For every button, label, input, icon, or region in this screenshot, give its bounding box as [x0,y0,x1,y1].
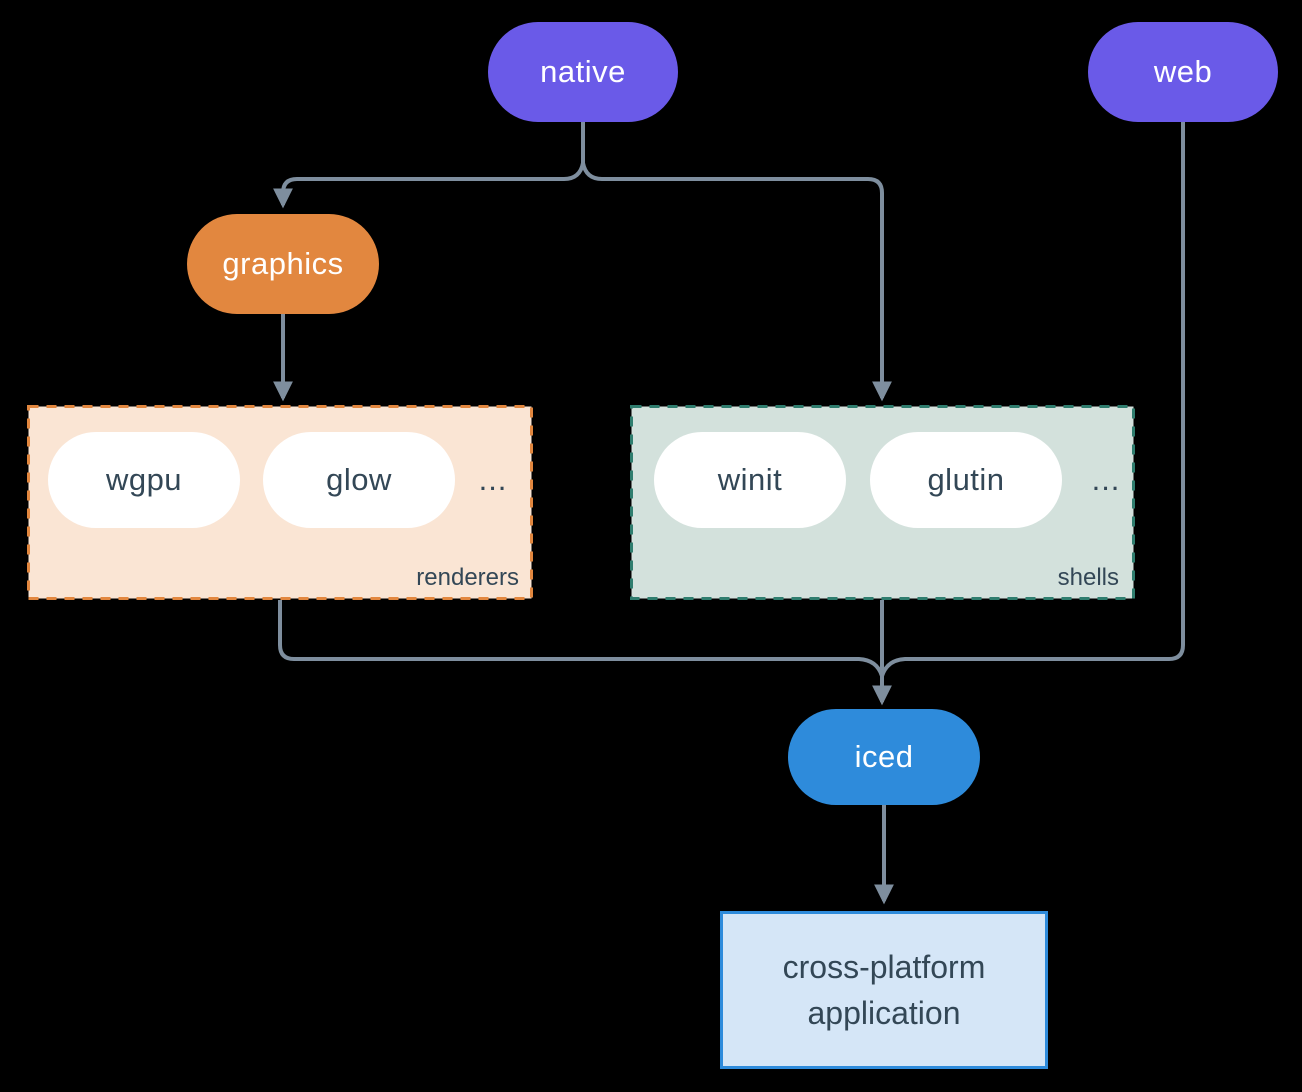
node-glow: glow [263,432,455,528]
node-native: native [488,22,678,122]
application-box-frame [720,911,1048,1069]
node-iced-label: iced [854,739,914,774]
renderers-ellipsis: ... [478,462,508,497]
node-native-label: native [540,54,626,89]
edge-native-to-graphics [273,162,585,209]
node-glow-label: glow [326,462,392,497]
renderers-group: wgpu glow ... renderers [27,405,533,600]
shells-ellipsis: ... [1091,462,1121,497]
node-iced: iced [788,709,980,805]
edge-web-to-merge [880,122,1185,677]
node-glutin: glutin [870,432,1062,528]
shells-group: winit glutin ... shells [630,405,1135,600]
node-wgpu-label: wgpu [105,462,183,497]
node-wgpu: wgpu [48,432,240,528]
node-graphics: graphics [187,214,379,314]
edge-renderers-to-merge [278,600,884,677]
node-web: web [1088,22,1278,122]
node-web-label: web [1153,54,1213,89]
renderers-group-label: renderers [416,564,519,591]
node-winit: winit [654,432,846,528]
node-glutin-label: glutin [927,462,1005,497]
node-application-label: cross-platform application [782,948,986,1031]
shells-group-label: shells [1057,564,1119,591]
node-graphics-label: graphics [222,246,344,281]
node-winit-label: winit [717,462,783,497]
edge-native-to-shells [581,162,892,402]
node-application: cross-platform application [720,911,1048,1069]
